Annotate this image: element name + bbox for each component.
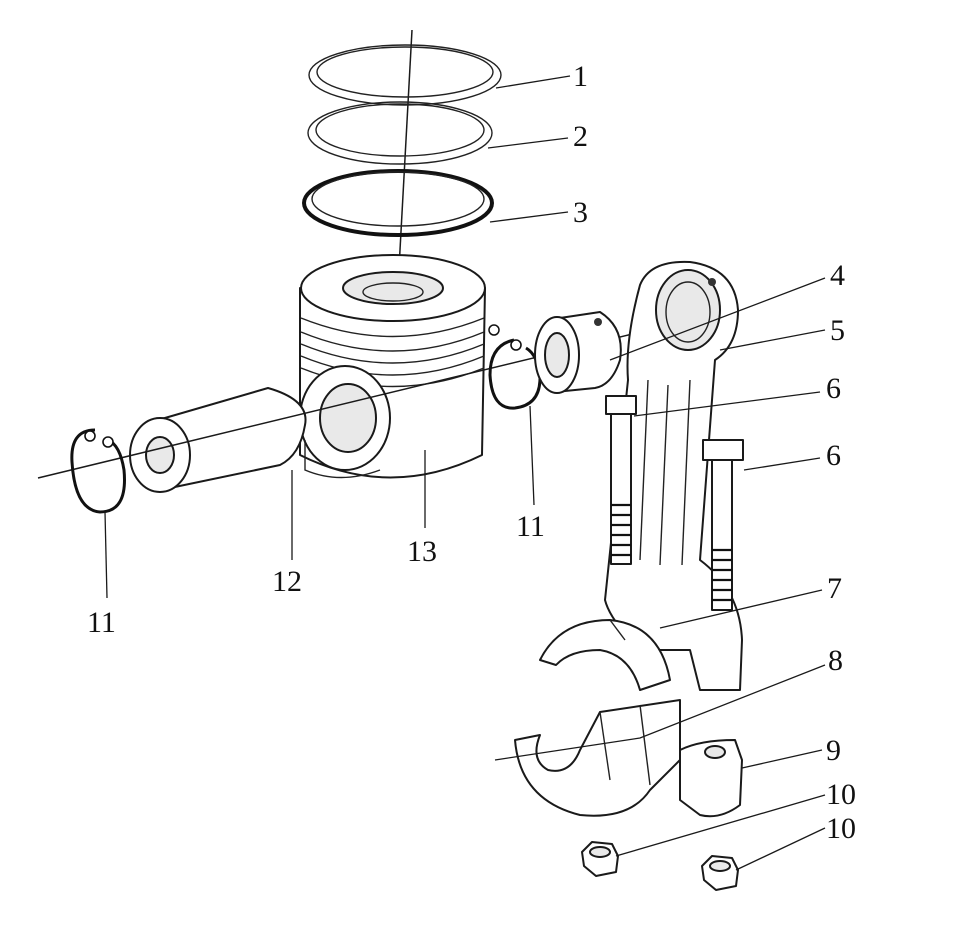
leader-11a bbox=[104, 511, 108, 599]
piston-ring-1 bbox=[308, 44, 502, 106]
callout-10a: 10 bbox=[826, 778, 856, 811]
piston-pin bbox=[129, 387, 307, 493]
leader-10a bbox=[615, 794, 826, 857]
bearing-shell-upper bbox=[539, 619, 671, 691]
callout-1: 1 bbox=[573, 60, 588, 93]
callout-6a: 6 bbox=[826, 372, 841, 405]
piston-ring-2 bbox=[307, 101, 493, 165]
leader-7 bbox=[659, 589, 823, 629]
leader-10b bbox=[735, 827, 826, 871]
circlip-left bbox=[70, 428, 126, 514]
callout-11a: 11 bbox=[87, 606, 116, 639]
leader-2 bbox=[487, 137, 569, 149]
piston bbox=[299, 254, 500, 479]
leader-9 bbox=[741, 749, 823, 769]
leader-3 bbox=[489, 211, 569, 223]
callout-4: 4 bbox=[830, 259, 845, 292]
callout-9: 9 bbox=[826, 734, 841, 767]
leader-4 bbox=[609, 277, 826, 361]
bearing-shell-lower bbox=[514, 699, 681, 817]
callout-8: 8 bbox=[828, 644, 843, 677]
callout-7: 7 bbox=[827, 572, 842, 605]
leader-8 bbox=[494, 664, 826, 761]
connecting-rod-bolt-right bbox=[702, 439, 744, 611]
callout-2: 2 bbox=[573, 120, 588, 153]
leader-6b bbox=[743, 457, 821, 471]
connecting-rod-bolt-left bbox=[605, 395, 637, 565]
piston-ring-3 bbox=[302, 169, 494, 237]
callout-13: 13 bbox=[407, 535, 437, 568]
callout-10b: 10 bbox=[826, 812, 856, 845]
callout-11b: 11 bbox=[516, 510, 545, 543]
small-end-bushing bbox=[534, 311, 622, 394]
leader-6a bbox=[633, 391, 821, 417]
nut-right bbox=[701, 855, 739, 891]
callout-6b: 6 bbox=[826, 439, 841, 472]
connecting-rod bbox=[604, 260, 743, 691]
callout-5: 5 bbox=[830, 314, 845, 347]
nut-left bbox=[581, 841, 619, 877]
leader-5 bbox=[719, 329, 826, 351]
circlip-right bbox=[488, 338, 542, 410]
leader-1 bbox=[495, 75, 571, 89]
callout-3: 3 bbox=[573, 196, 588, 229]
leader-11b bbox=[529, 405, 535, 506]
callout-12: 12 bbox=[272, 565, 302, 598]
connecting-rod-cap bbox=[679, 739, 743, 818]
